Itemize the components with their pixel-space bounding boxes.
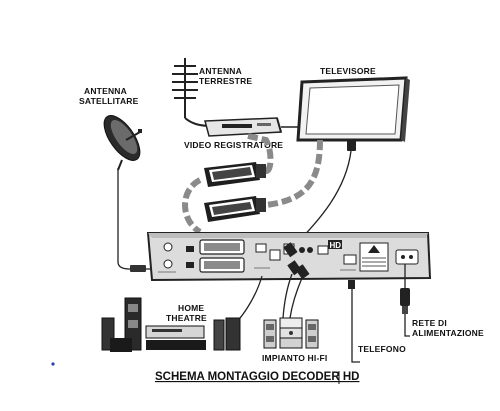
label-antenna-terrestre-2: TERRESTRE: [199, 76, 252, 86]
label-telefono: TELEFONO: [358, 344, 406, 354]
decoder-hd-badge: HD: [330, 241, 342, 250]
label-antenna-satellitare-2: SATELLITARE: [79, 96, 139, 106]
label-rete-2: ALIMENTAZIONE: [412, 328, 484, 338]
label-home-1: HOME: [178, 303, 204, 313]
satellite-dish: [97, 110, 146, 170]
label-antenna-terrestre-1: ANTENNA: [199, 66, 242, 76]
label-televisore: TELEVISORE: [320, 66, 376, 76]
label-rete-1: RETE DI: [412, 318, 447, 328]
bullet-dot: [51, 362, 54, 365]
hifi-system: [264, 318, 318, 348]
label-antenna-satellitare-1: ANTENNA: [84, 86, 127, 96]
scart-cables: [185, 136, 320, 232]
decoder: HD: [148, 233, 430, 280]
television: [298, 78, 410, 142]
scart-connector-1: [204, 162, 266, 187]
diagram-title: SCHEMA MONTAGGIO DECODER HD: [155, 371, 359, 383]
video-recorder: [205, 118, 281, 136]
label-impianto-hifi: IMPIANTO HI-FI: [262, 353, 327, 363]
scart-connector-2: [204, 196, 266, 222]
label-home-2: THEATRE: [166, 313, 207, 323]
home-theatre: [102, 298, 240, 352]
